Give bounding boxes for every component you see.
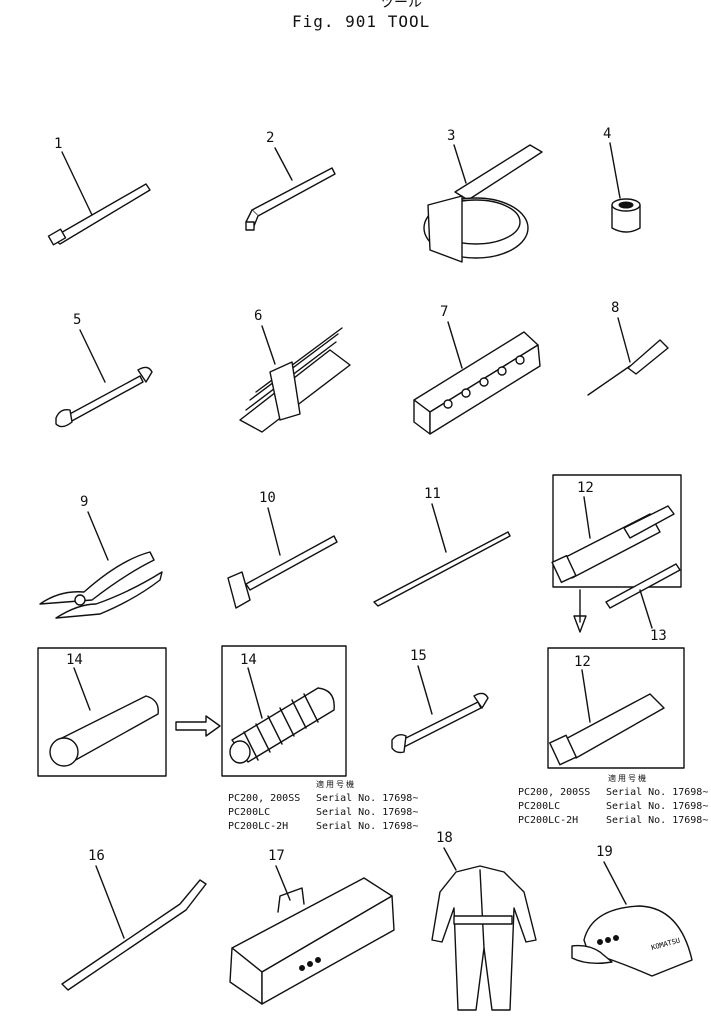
callout-12-bottom: 12: [574, 654, 591, 670]
callout-10: 10: [259, 490, 276, 506]
serial-table-left-header: 適用号機: [316, 780, 356, 789]
callout-13: 13: [650, 628, 667, 644]
callout-1: 1: [54, 136, 62, 152]
part-19-cap[interactable]: 19 KOMATSU: [571, 844, 693, 977]
serial-number: Serial No. 17698~: [606, 815, 709, 826]
leader-line-12-bottom: [581, 669, 591, 723]
serial-row: PC200LC Serial No. 17698~: [228, 806, 418, 820]
callout-12-top: 12: [577, 480, 594, 496]
part-8-screwdriver[interactable]: 8: [587, 300, 669, 396]
callout-3: 3: [447, 128, 455, 144]
leader-line-12-top: [583, 496, 591, 539]
cartridge-box: [37, 647, 167, 777]
serial-row: PC200LC-2H Serial No. 17698~: [518, 814, 708, 828]
serial-number: Serial No. 17698~: [606, 801, 709, 812]
serial-row: PC200LC Serial No. 17698~: [518, 800, 708, 814]
serial-table-left: 適用号機 PC200, 200SS Serial No. 17698~ PC200…: [228, 780, 418, 834]
serial-number: Serial No. 17698~: [316, 807, 419, 818]
grease-gun-box-top: [552, 474, 682, 588]
part-13-grease-nozzle[interactable]: 13: [605, 563, 681, 644]
leader-line-16: [95, 865, 125, 939]
leader-line-11: [431, 503, 447, 553]
leader-line-15: [417, 665, 433, 715]
model-name: PC200LC-2H: [228, 821, 289, 832]
leader-line-13: [639, 589, 653, 629]
part-17-tool-bag[interactable]: 17: [229, 848, 395, 1005]
part-10-hammer[interactable]: 10: [227, 490, 338, 609]
leader-line-1: [61, 151, 93, 216]
leader-line-18: [443, 847, 457, 871]
part-18-coveralls[interactable]: 18: [431, 830, 537, 1011]
part-14-bellows-cartridge[interactable]: 14: [221, 645, 347, 777]
leader-line-7: [447, 321, 463, 369]
leader-line-14-left: [73, 667, 91, 711]
serial-number: Serial No. 17698~: [316, 793, 419, 804]
serial-row: PC200, 200SS Serial No. 17698~: [228, 792, 418, 806]
part-2-l-wrench[interactable]: 2: [245, 130, 336, 231]
callout-14-left: 14: [66, 652, 83, 668]
leader-line-2: [274, 147, 293, 181]
part-4-socket[interactable]: 4: [603, 126, 641, 233]
part-6-wrench-set[interactable]: 6: [239, 308, 351, 433]
leader-line-8: [617, 317, 631, 363]
part-1-extension-bar[interactable]: 1: [47, 136, 151, 246]
right-arrow: [175, 715, 221, 737]
callout-4: 4: [603, 126, 611, 142]
leader-line-5: [79, 329, 106, 383]
model-name: PC200, 200SS: [518, 787, 591, 798]
callout-8: 8: [611, 300, 619, 316]
leader-line-4: [609, 142, 621, 199]
part-15-spanner[interactable]: 15: [391, 648, 489, 754]
serial-row: PC200, 200SS Serial No. 17698~: [518, 786, 708, 800]
callout-17: 17: [268, 848, 285, 864]
callout-19: 19: [596, 844, 613, 860]
part-16-bent-bar[interactable]: 16: [61, 848, 207, 991]
callout-11: 11: [424, 486, 441, 502]
callout-9: 9: [80, 494, 88, 510]
model-name: PC200, 200SS: [228, 793, 301, 804]
part-11-pry-bar[interactable]: 11: [373, 486, 511, 607]
part-7-socket-box[interactable]: 7: [413, 304, 541, 435]
leader-line-3: [453, 144, 467, 184]
callout-2: 2: [266, 130, 274, 146]
part-12-grease-gun-frame[interactable]: 12: [551, 474, 682, 588]
callout-18: 18: [436, 830, 453, 846]
callout-15: 15: [410, 648, 427, 664]
model-name: PC200LC-2H: [518, 815, 579, 826]
leader-line-9: [87, 511, 109, 561]
part-9-pliers[interactable]: 9: [39, 494, 163, 619]
grease-gun-box-bottom: [547, 647, 685, 769]
leader-line-14-right: [247, 667, 263, 719]
callout-16: 16: [88, 848, 105, 864]
down-arrow: [573, 589, 587, 633]
serial-number: Serial No. 17698~: [316, 821, 419, 832]
serial-row: PC200LC-2H Serial No. 17698~: [228, 820, 418, 834]
callout-6: 6: [254, 308, 262, 324]
callout-14-right: 14: [240, 652, 257, 668]
callout-7: 7: [440, 304, 448, 320]
leader-line-19: [603, 861, 627, 905]
part-5-spanner[interactable]: 5: [55, 312, 153, 428]
leader-line-6: [261, 325, 276, 365]
japanese-title: ツール: [380, 0, 422, 11]
figure-title: Fig. 901 TOOL: [292, 12, 431, 31]
part-14-grease-cartridge[interactable]: 14: [37, 647, 167, 777]
leader-line-17: [275, 865, 291, 901]
model-name: PC200LC: [228, 807, 271, 818]
leader-line-10: [267, 507, 281, 556]
callout-5: 5: [73, 312, 81, 328]
serial-table-right: 適用号機 PC200, 200SS Serial No. 17698~ PC200…: [518, 774, 708, 828]
part-3-filter-wrench[interactable]: 3: [423, 128, 543, 263]
part-12-grease-gun-bellows[interactable]: 12: [547, 647, 685, 769]
serial-number: Serial No. 17698~: [606, 787, 709, 798]
model-name: PC200LC: [518, 801, 561, 812]
serial-table-right-header: 適用号機: [608, 774, 648, 783]
bellows-box: [221, 645, 347, 777]
